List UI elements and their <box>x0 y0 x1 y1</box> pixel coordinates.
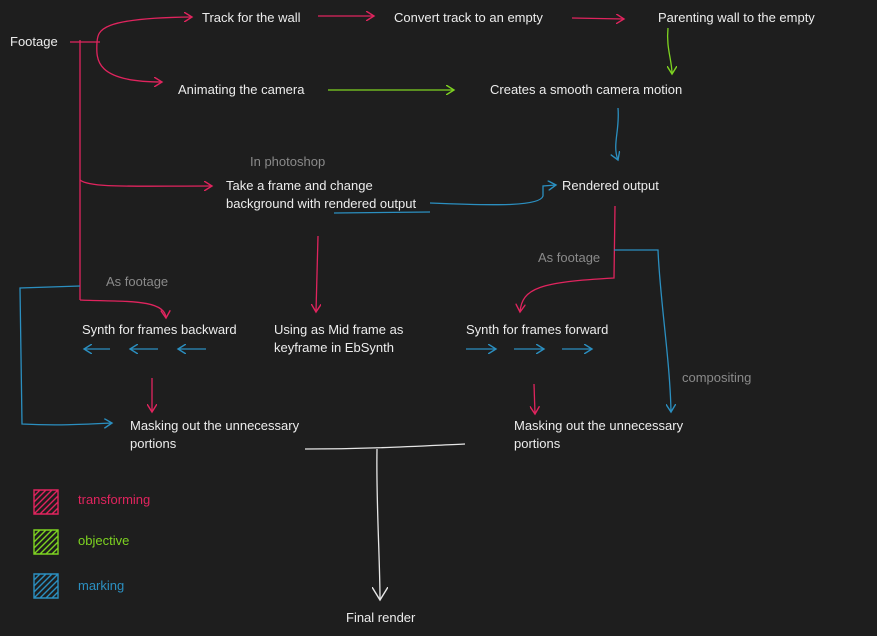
swatch-transforming <box>33 489 59 515</box>
legend-label-objective: objective <box>78 533 130 548</box>
node-mask-right-line2: portions <box>514 436 561 451</box>
node-footage: Footage <box>10 34 58 49</box>
node-mask-left-line1: Masking out the unnecessary <box>130 418 300 433</box>
edge-merge-final <box>377 448 380 600</box>
node-mid-frame-line2: keyframe in EbSynth <box>274 340 394 355</box>
edge-convert-parenting <box>571 18 624 19</box>
note-as-footage-left: As footage <box>106 274 169 289</box>
edge-footage-takeframe <box>79 179 212 186</box>
node-mask-left-line2: portions <box>130 436 177 451</box>
edge-smooth-rendered <box>616 107 619 160</box>
node-mask-right-line1: Masking out the unnecessary <box>514 418 684 433</box>
edge-footage-animate <box>96 41 162 82</box>
node-take-frame-line2: background with rendered output <box>226 196 417 211</box>
edge-rendered-compositing <box>614 249 671 412</box>
node-final-render: Final render <box>346 610 416 625</box>
note-compositing: compositing <box>682 370 752 385</box>
node-animating-camera: Animating the camera <box>178 82 305 97</box>
legend-label-transforming: transforming <box>78 492 151 507</box>
edge-footage-synthback <box>79 299 166 318</box>
edge-parenting-smooth <box>666 27 672 74</box>
edge-synthfwd-mask <box>534 383 535 414</box>
node-parenting-wall: Parenting wall to the empty <box>658 10 815 25</box>
legend-label-marking: marking <box>78 578 125 593</box>
node-rendered-output: Rendered output <box>562 178 659 193</box>
swatch-marking <box>33 573 59 599</box>
edge-takeframe-mid <box>316 235 318 312</box>
swatch-objective <box>33 529 59 555</box>
edge-footage-maskleft <box>19 285 112 425</box>
node-mid-frame-line1: Using as Mid frame as <box>274 322 404 337</box>
edge-rendered-synthfwd <box>520 205 616 312</box>
note-as-footage-right: As footage <box>538 250 601 265</box>
node-synth-forward: Synth for frames forward <box>466 322 609 337</box>
node-track-wall: Track for the wall <box>202 10 301 25</box>
node-smooth-motion: Creates a smooth camera motion <box>490 82 683 97</box>
node-take-frame-line1: Take a frame and change <box>226 178 373 193</box>
edge-footage-track <box>96 17 192 43</box>
merge-line <box>304 443 466 450</box>
edge-takeframe-rendered <box>429 185 556 206</box>
node-synth-backward: Synth for frames backward <box>82 322 237 337</box>
underline-rendered-output <box>333 211 431 214</box>
note-in-photoshop: In photoshop <box>250 154 326 169</box>
node-convert-track: Convert track to an empty <box>394 10 543 25</box>
legend-swatches <box>33 489 59 599</box>
